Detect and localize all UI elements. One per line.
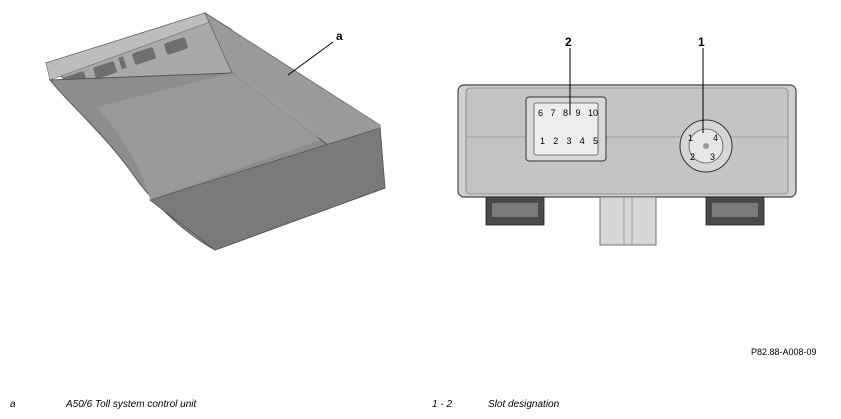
pin-label: 10 xyxy=(587,108,598,118)
control-unit-front-view xyxy=(457,48,797,246)
pin-label: 5 xyxy=(592,136,598,146)
callout-a: a xyxy=(336,29,343,43)
control-unit-isometric-view xyxy=(45,12,387,251)
legend-key: 1 - 2 xyxy=(432,399,453,410)
pin-label: 2 xyxy=(553,136,559,146)
figure-id: P82.88-A008-09 xyxy=(751,347,817,357)
pin-label: 6 xyxy=(538,108,544,118)
pin-label: 1 xyxy=(688,133,694,143)
legend-text: Slot designation xyxy=(488,399,560,410)
pin-label: 9 xyxy=(575,108,581,118)
callout-slot-1: 1 xyxy=(698,35,705,49)
pin-label: 2 xyxy=(690,152,696,162)
pin-label: 7 xyxy=(550,108,556,118)
pin-label: 3 xyxy=(710,152,716,162)
pin-label: 4 xyxy=(579,136,585,146)
legend-key: a xyxy=(10,399,16,410)
pin-label: 4 xyxy=(713,133,719,143)
legend-text: A50/6 Toll system control unit xyxy=(66,399,197,410)
pin-label: 8 xyxy=(562,108,568,118)
technical-illustration xyxy=(45,12,797,251)
connector-left-top-row: 6 7 8 9 10 xyxy=(538,108,598,118)
pin-label: 1 xyxy=(540,136,546,146)
pin-label: 3 xyxy=(566,136,572,146)
connector-left-bottom-row: 1 2 3 4 5 xyxy=(540,136,598,146)
callout-slot-2: 2 xyxy=(565,35,572,49)
